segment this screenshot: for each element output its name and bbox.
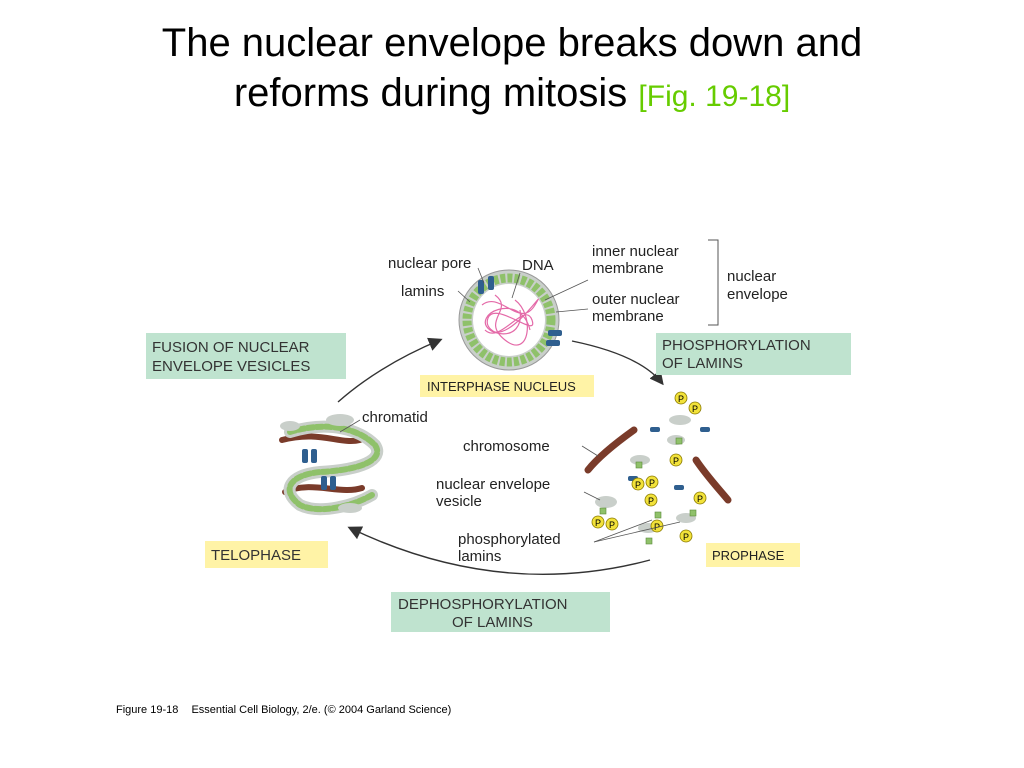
nuclear-pore-icon-2 (546, 330, 562, 346)
title-line-2-text: reforms during mitosis (233, 71, 628, 115)
label-chromosome: chromosome (463, 438, 550, 455)
figure-caption: Figure 19-18 Essential Cell Biology, 2/e… (116, 704, 451, 716)
phosphate-label: P (692, 404, 698, 414)
slide-title: The nuclear envelope breaks down and ref… (0, 18, 1024, 122)
nuclear-pore-fragments (628, 427, 710, 490)
phosphate-label: P (595, 518, 601, 528)
fusion-box-line-1: FUSION OF NUCLEAR (152, 339, 310, 356)
label-nuclear-envelope-vesicle-2: vesicle (436, 493, 482, 510)
phosphate-label: P (648, 496, 654, 506)
phosphorylation-box-line-2: OF LAMINS (662, 355, 743, 372)
caption-figure-number: Figure 19-18 (116, 704, 179, 716)
phosphate-label: P (609, 520, 615, 530)
interphase-nucleus (458, 269, 562, 371)
label-dna: DNA (522, 257, 554, 274)
title-line-1: The nuclear envelope breaks down and (161, 21, 863, 65)
caption-source: Essential Cell Biology, 2/e. (© 2004 Gar… (191, 704, 452, 716)
title-line-2: reforms during mitosis [Fig. 19-18] (0, 68, 1024, 122)
pointer-inner-membrane (544, 279, 589, 301)
pointer-chromatid (339, 419, 361, 433)
label-nuclear-pore: nuclear pore (388, 255, 471, 272)
phosphate-label: P (697, 494, 703, 504)
label-inner-nuclear-membrane-1: inner nuclear (592, 243, 679, 260)
phosphate-label: P (635, 480, 641, 490)
phosphate-label: P (649, 478, 655, 488)
pointer-outer-membrane (555, 308, 589, 313)
pointer-nuclear-pore (477, 267, 485, 284)
prophase-box: PROPHASE (706, 543, 800, 567)
label-inner-nuclear-membrane-2: membrane (592, 260, 664, 277)
telophase-chromatids (279, 414, 383, 516)
label-phosphorylated-lamins-1: phosphorylated (458, 531, 561, 548)
cycle-arrow-top-right (571, 340, 664, 386)
pointer-vesicle (583, 491, 601, 501)
prophase-box-label: PROPHASE (712, 548, 785, 563)
interphase-nucleus-box: INTERPHASE NUCLEUS (420, 375, 594, 397)
label-nuclear-envelope-2: envelope (727, 286, 788, 303)
cycle-arrow-top-left (337, 337, 443, 403)
cycle-arrow-bottom (347, 526, 651, 575)
label-nuclear-envelope-1: nuclear (727, 268, 776, 285)
pointer-lamins (457, 290, 471, 303)
nuclear-envelope-vesicles (595, 415, 696, 533)
phosphorylation-box-line-1: PHOSPHORYLATION (662, 337, 811, 354)
figure-reference: [Fig. 19-18] (638, 80, 791, 113)
label-outer-nuclear-membrane-1: outer nuclear (592, 291, 680, 308)
pointer-dna (511, 272, 521, 299)
phosphate-label: P (673, 456, 679, 466)
label-outer-nuclear-membrane-2: membrane (592, 308, 664, 325)
phosphate-label: P (678, 394, 684, 404)
fusion-box-line-2: ENVELOPE VESICLES (152, 358, 310, 375)
prophase-chromosomes (584, 426, 732, 504)
label-phosphorylated-lamins-2: lamins (458, 548, 501, 565)
dephos-box-line-1: DEPHOSPHORYLATION (398, 596, 567, 613)
pointer-chromosome (581, 445, 599, 457)
label-lamins: lamins (401, 283, 444, 300)
nuclear-envelope-bracket (708, 239, 719, 326)
label-chromatid: chromatid (362, 409, 428, 426)
pointer-phospho-lamins-2 (593, 521, 681, 543)
interphase-box-label: INTERPHASE NUCLEUS (427, 379, 576, 394)
nuclear-pore-icon (478, 276, 494, 294)
dephos-box-line-2: OF LAMINS (452, 614, 533, 631)
label-nuclear-envelope-vesicle-1: nuclear envelope (436, 476, 550, 493)
telophase-box: TELOPHASE (205, 541, 328, 568)
phosphate-label: P (683, 532, 689, 542)
lamin-fragments (599, 437, 697, 545)
phosphorylation-of-lamins-box: PHOSPHORYLATION OF LAMINS (656, 333, 851, 375)
fusion-of-nuclear-envelope-vesicles-box: FUSION OF NUCLEAR ENVELOPE VESICLES (146, 333, 346, 379)
pointer-phospho-lamins-1 (593, 519, 653, 543)
dna-tangle (481, 294, 539, 346)
telophase-box-label: TELOPHASE (211, 547, 301, 564)
dephosphorylation-of-lamins-box: DEPHOSPHORYLATION OF LAMINS (391, 592, 610, 632)
